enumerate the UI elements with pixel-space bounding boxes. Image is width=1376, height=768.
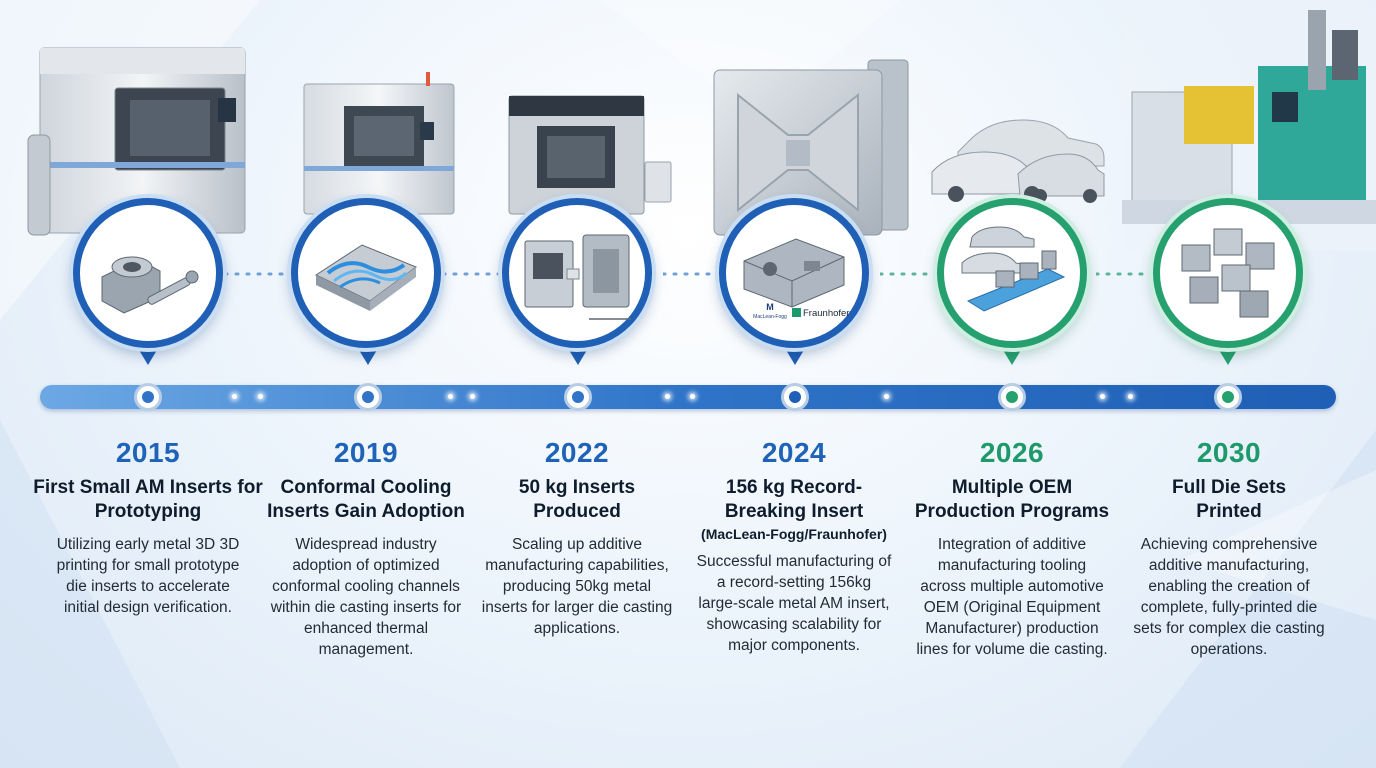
logo-fraunhofer: Fraunhofer xyxy=(792,308,849,320)
milestone-node-2019[interactable] xyxy=(291,198,441,348)
timeline-dot-2030[interactable] xyxy=(1214,383,1242,411)
track-sparkle xyxy=(884,394,889,399)
milestone-title: First Small AM Inserts for Prototyping xyxy=(33,477,263,522)
production-line-icon xyxy=(961,226,1066,312)
milestone-2019: 2019 Conformal Cooling Inserts Gain Adop… xyxy=(251,436,481,660)
timeline-dot-2026[interactable] xyxy=(998,383,1026,411)
cars-illustration xyxy=(931,119,1105,203)
milestone-node-2022[interactable] xyxy=(502,198,652,348)
milestone-description: Widespread industry adoption of optimize… xyxy=(270,536,462,658)
milestone-description: Utilizing early metal 3D 3D printing for… xyxy=(56,536,240,616)
milestone-2015: 2015 First Small AM Inserts for Prototyp… xyxy=(33,436,263,618)
milestone-description: Integration of additive manufacturing to… xyxy=(916,536,1108,658)
track-sparkle xyxy=(1100,394,1105,399)
pointer-2026 xyxy=(1000,345,1024,365)
milestone-title: 50 kg Inserts Produced xyxy=(518,477,636,522)
milestone-description: Successful manufacturing of a record-set… xyxy=(696,553,892,654)
track-sparkle xyxy=(470,394,475,399)
svg-text:MacLean-Fogg: MacLean-Fogg xyxy=(753,314,787,320)
milestone-node-2026[interactable] xyxy=(937,198,1087,348)
logo-maclean-fogg: M MacLean-Fogg xyxy=(748,301,792,321)
timeline-track xyxy=(40,385,1336,409)
milestone-year: 2030 xyxy=(1196,437,1262,468)
track-sparkle xyxy=(448,394,453,399)
timeline-dot-2019[interactable] xyxy=(354,383,382,411)
metal-printer-illustration-1 xyxy=(27,47,246,236)
printer-insert-icon xyxy=(524,234,631,320)
milestone-title: Multiple OEM Production Programs xyxy=(914,477,1110,522)
connector-dots-1 xyxy=(225,272,293,276)
milestone-year: 2019 xyxy=(333,437,399,468)
milestone-description: Achieving comprehensive additive manufac… xyxy=(1133,536,1325,658)
pointer-2022 xyxy=(566,345,590,365)
connector-dots-4 xyxy=(880,272,938,276)
svg-text:M: M xyxy=(766,302,774,312)
milestone-title: Conformal Cooling Inserts Gain Adoption xyxy=(267,477,465,522)
track-sparkle xyxy=(1128,394,1133,399)
milestone-title: Full Die Sets Printed xyxy=(1171,477,1287,522)
die-set-icon xyxy=(1181,228,1275,318)
milestone-year: 2026 xyxy=(979,437,1045,468)
milestone-year: 2022 xyxy=(544,437,610,468)
metal-printer-illustration-3 xyxy=(508,95,672,215)
track-sparkle xyxy=(232,394,237,399)
cooling-channel-icon xyxy=(314,244,418,311)
metal-printer-illustration-2 xyxy=(303,72,455,215)
large-insert-icon xyxy=(743,238,845,308)
track-sparkle xyxy=(690,394,695,399)
timeline-dot-2024[interactable] xyxy=(781,383,809,411)
milestone-year: 2024 xyxy=(761,437,827,468)
connector-dots-3 xyxy=(663,272,723,276)
milestone-2026: 2026 Multiple OEM Production Programs In… xyxy=(897,436,1127,660)
milestone-2022: 2022 50 kg Inserts Produced Scaling up a… xyxy=(462,436,692,639)
prototype-insert-icon xyxy=(101,256,199,314)
milestone-description: Scaling up additive manufacturing capabi… xyxy=(481,536,673,637)
track-sparkle xyxy=(665,394,670,399)
pointer-2030 xyxy=(1216,345,1240,365)
milestone-node-2030[interactable] xyxy=(1153,198,1303,348)
milestone-2030: 2030 Full Die Sets Printed Achieving com… xyxy=(1114,436,1344,660)
pointer-2024 xyxy=(783,345,807,365)
pointer-2015 xyxy=(136,345,160,365)
milestone-node-2024[interactable]: M MacLean-Fogg Fraunhofer xyxy=(719,198,869,348)
timeline-dot-2015[interactable] xyxy=(134,383,162,411)
timeline-dot-2022[interactable] xyxy=(564,383,592,411)
track-sparkle xyxy=(258,394,263,399)
milestone-2024: 2024 156 kg Record-Breaking Insert (MacL… xyxy=(679,436,909,656)
die-mold-block-illustration xyxy=(713,59,909,236)
connector-dots-5 xyxy=(1096,272,1154,276)
milestone-year: 2015 xyxy=(115,437,181,468)
milestone-subtitle: (MacLean-Fogg/Fraunhofer) xyxy=(701,526,887,542)
milestone-title: 156 kg Record-Breaking Insert xyxy=(724,477,864,522)
pointer-2019 xyxy=(356,345,380,365)
connector-dots-2 xyxy=(443,272,513,276)
milestone-node-2015[interactable] xyxy=(73,198,223,348)
